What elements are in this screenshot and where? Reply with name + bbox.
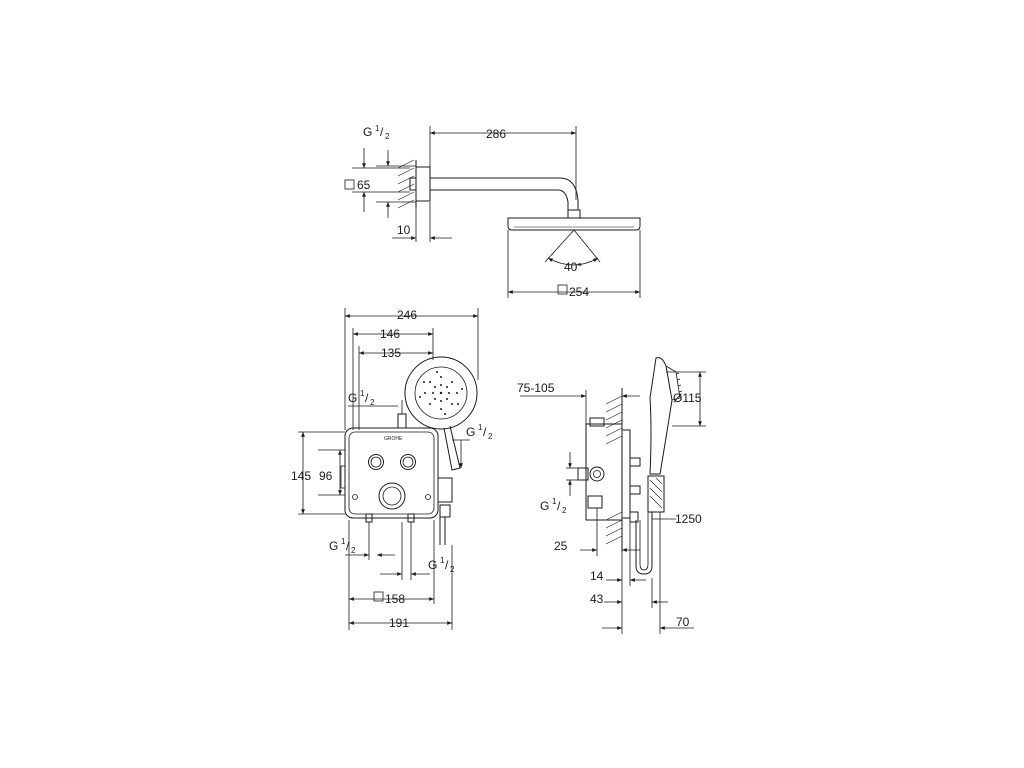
hand-shower-side [649,357,673,475]
ball-joint [567,209,581,219]
head-shower-plate [507,217,641,231]
dim-depth-range: 75-105 [517,381,555,395]
dim-total-width: 246 [397,308,417,322]
thread-label-front-top: G 1 / 2 [348,389,375,407]
dim-diameter: Ø115 [673,391,702,405]
dim-arm-length: 286 [486,127,506,141]
side-spray-marks [675,372,683,393]
front-view-thermostat: 246 146 135 G 1 [291,308,493,630]
thread-label-top: G 1 / 2 [363,124,390,141]
dim-flange: 65 [357,178,371,192]
top-view-head-shower: 40° 286 G 1 / 2 65 10 [344,124,641,299]
thread-connector [409,177,417,191]
cover-plate [348,431,435,515]
dim-25: 25 [554,539,568,553]
wall-outlet-elbow [437,477,453,503]
thread-label-front-bottom-right: G 1 / 2 [428,556,455,574]
dim-135: 135 [381,346,401,360]
wall-hatch [397,159,417,209]
svg-text:G: G [428,558,437,572]
svg-text:2: 2 [488,432,493,441]
dim-14: 14 [590,569,604,583]
hand-shower-head [404,356,478,430]
hand-shower-handle [443,425,461,471]
svg-text:G: G [363,125,372,139]
dim-head-size: 254 [569,285,589,299]
side-inlet [589,466,605,482]
svg-text:1: 1 [360,389,365,398]
thread-label-front-right: G 1 / 2 [466,423,493,441]
side-view-installation: 75-105 Ø115 1250 G 1 / 2 25 14 [517,357,706,634]
dim-wall: 10 [397,223,411,237]
svg-text:G: G [540,499,549,513]
front-cover [621,429,631,519]
right-valve-button[interactable] [400,454,416,470]
svg-text:/: / [380,125,384,139]
svg-text:2: 2 [450,565,455,574]
brand-logo: GROHE [384,436,403,442]
svg-text:2: 2 [370,398,375,407]
dim-hose-length: 1250 [675,512,702,526]
left-valve-button[interactable] [368,454,384,470]
shower-holder [647,475,665,513]
svg-text:1: 1 [478,423,483,432]
svg-text:/: / [557,499,561,513]
square-symbol [344,179,355,190]
svg-text:2: 2 [351,546,356,555]
angle-label: 40° [564,260,582,274]
svg-text:/: / [346,539,350,553]
svg-text:G: G [466,425,475,439]
svg-text:/: / [365,391,369,405]
wall-flange [415,166,431,202]
spray-nozzles [419,371,463,415]
svg-text:2: 2 [562,506,567,515]
dim-plate: 158 [385,592,405,606]
dim-70: 70 [676,615,690,629]
thread-label-side: G 1 / 2 [540,497,567,515]
dim-146: 146 [380,327,400,341]
svg-text:1: 1 [552,497,557,506]
shower-hose [635,512,653,575]
svg-text:2: 2 [385,132,390,141]
spray-angle-lines [544,229,601,263]
thermostat-knob[interactable] [378,482,406,510]
svg-text:1: 1 [375,124,380,133]
thread-label-front-bottom-left: G 1 / 2 [329,537,356,555]
svg-text:1: 1 [440,556,445,565]
shower-arm [430,177,579,210]
dim-height-145: 145 [291,469,311,483]
dim-43: 43 [590,592,604,606]
svg-text:G: G [329,539,338,553]
top-inlet [397,413,407,429]
svg-text:1: 1 [341,537,346,546]
svg-text:G: G [348,391,357,405]
svg-text:/: / [445,558,449,572]
svg-text:/: / [483,425,487,439]
dim-height-96: 96 [319,469,333,483]
dim-191: 191 [389,616,409,630]
